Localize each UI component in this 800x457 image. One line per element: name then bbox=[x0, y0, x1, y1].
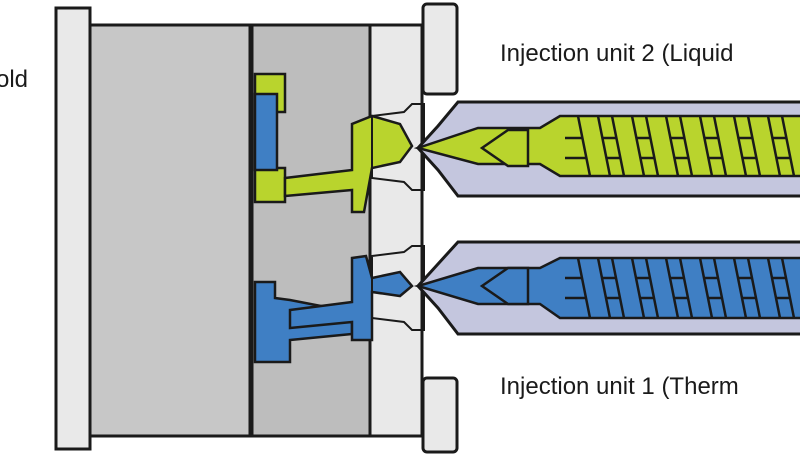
unit-2-screw-flight bbox=[678, 116, 714, 176]
moving-platen bbox=[88, 23, 252, 438]
fixed-plate bbox=[368, 23, 424, 438]
unit-1-screw-flight bbox=[780, 258, 800, 318]
bottom-bracket bbox=[421, 376, 459, 454]
unit-1-screw-flight bbox=[576, 258, 612, 318]
unit-2-screw-flight bbox=[712, 116, 748, 176]
screw-icon bbox=[565, 258, 800, 318]
unit-1-screw-flight bbox=[644, 258, 680, 318]
unit-1-screw-flight bbox=[712, 258, 748, 318]
unit-1-screw-flight bbox=[610, 258, 646, 318]
bottom-nozzle-seat bbox=[371, 245, 425, 331]
thermoplastic-runner bbox=[288, 254, 414, 342]
left-clamping-plate bbox=[54, 6, 92, 451]
unit-2-screw-flight bbox=[610, 116, 646, 176]
top-nozzle-seat bbox=[371, 103, 425, 191]
unit-1-screw-flight bbox=[678, 258, 714, 318]
liquid-runner bbox=[283, 114, 414, 214]
top-insert bbox=[253, 92, 279, 172]
screw-icon bbox=[565, 116, 800, 176]
unit-1-screw-tip bbox=[479, 266, 530, 306]
unit-2-screw-flight bbox=[576, 116, 612, 176]
injection-unit-2-label: Injection unit 2 (Liquid bbox=[500, 40, 734, 67]
mold-label: old bbox=[0, 66, 29, 93]
injection-unit-1-label: Injection unit 1 (Therm bbox=[500, 373, 739, 400]
unit-2-screw-flight bbox=[780, 116, 800, 176]
top-bracket bbox=[421, 2, 459, 96]
unit-2-screw-tip bbox=[479, 128, 530, 168]
unit-2-screw-flight bbox=[644, 116, 680, 176]
unit-2-screw-flight bbox=[746, 116, 782, 176]
unit-1-screw-flight bbox=[746, 258, 782, 318]
